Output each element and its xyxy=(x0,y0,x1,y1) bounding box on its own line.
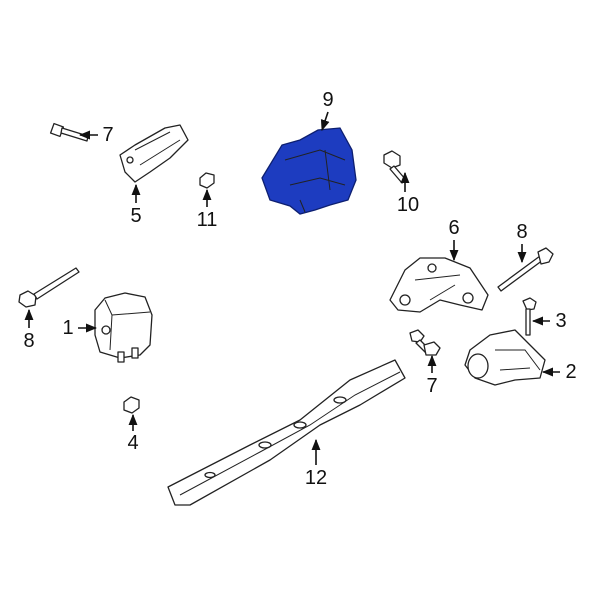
callout-9[interactable]: 9 xyxy=(322,89,334,111)
callout-5[interactable]: 5 xyxy=(130,205,142,227)
callout-4[interactable]: 4 xyxy=(127,432,139,454)
callout-7-lower[interactable]: 7 xyxy=(426,375,438,397)
part-8-bolt-left[interactable] xyxy=(18,267,80,308)
callout-2[interactable]: 2 xyxy=(565,361,577,383)
part-4-nut[interactable] xyxy=(123,396,140,414)
callout-6[interactable]: 6 xyxy=(448,217,460,239)
callout-1[interactable]: 1 xyxy=(62,317,74,339)
callout-10[interactable]: 10 xyxy=(396,194,420,216)
callout-7[interactable]: 7 xyxy=(102,124,114,146)
part-3-bolt[interactable] xyxy=(522,297,537,336)
part-8-long-bolt[interactable] xyxy=(497,247,554,292)
part-6-bracket[interactable] xyxy=(389,257,489,313)
callout-3[interactable]: 3 xyxy=(555,310,567,332)
callout-8-left[interactable]: 8 xyxy=(23,330,35,352)
callout-11[interactable]: 11 xyxy=(196,209,218,231)
callout-12[interactable]: 12 xyxy=(304,467,328,489)
callout-arrows xyxy=(24,111,560,465)
part-11-nut[interactable] xyxy=(199,172,215,189)
part-10-bolt[interactable] xyxy=(383,150,407,184)
part-7-bolt[interactable] xyxy=(49,122,89,142)
callout-8[interactable]: 8 xyxy=(516,221,528,243)
part-1-engine-mount[interactable] xyxy=(94,292,153,363)
part-9-transmission-mount-bracket[interactable] xyxy=(261,127,357,215)
part-12-crossmember[interactable] xyxy=(167,359,406,506)
part-5-bracket[interactable] xyxy=(119,124,189,183)
part-7-bolt-lower[interactable] xyxy=(409,329,441,356)
part-2-mount[interactable] xyxy=(464,329,546,386)
